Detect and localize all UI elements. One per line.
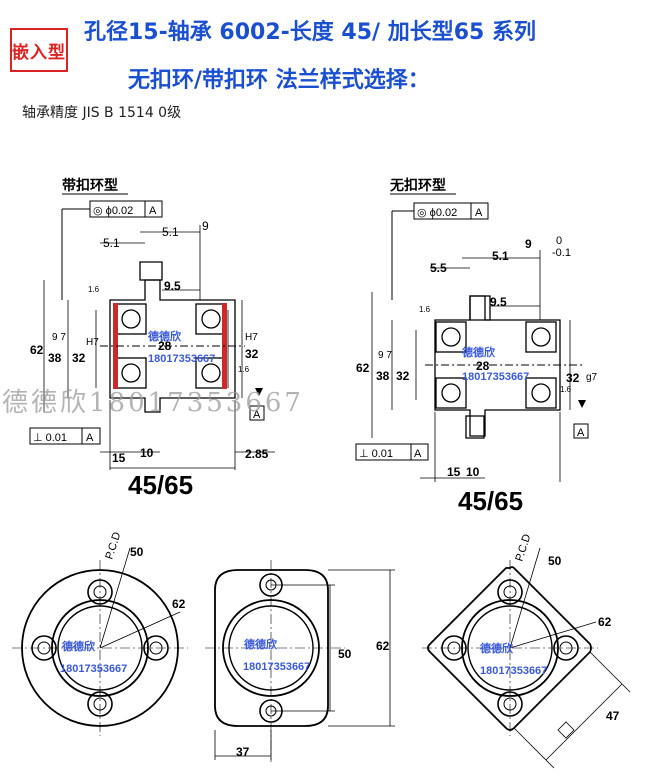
cut-dim-62: 62 [376, 639, 390, 653]
left-section-label: 带扣环型 [62, 177, 118, 193]
left-dim-1-6: 1.6 [88, 285, 100, 294]
right-dim-32-right: 32 [566, 371, 580, 385]
right-dim-g7: g7 [586, 372, 598, 383]
left-dim-h7-right: H7 [245, 332, 258, 343]
square-flange-drawing: P.C.D 50 62 47 德德欣 18017353667 [422, 533, 631, 769]
cut-flange-drawing: 50 62 37 德德欣 18017353667 [205, 560, 395, 762]
left-section-drawing: 带扣环型 ◎ ϕ0.02 A [29, 177, 275, 500]
left-dim-9-5: 9.5 [164, 279, 181, 293]
cut-watermark-name: 德德欣 [243, 637, 278, 651]
left-dim-5-1a: 5.1 [103, 236, 120, 250]
right-dim-32: 32 [396, 369, 410, 383]
left-dim-32: 32 [72, 351, 86, 365]
left-dim-10: 10 [140, 446, 154, 460]
left-perpendicularity: ⊥ 0.01 [33, 432, 67, 444]
left-datum-box: A [253, 409, 261, 421]
left-perp-datum: A [86, 432, 94, 444]
round-watermark-phone: 18017353667 [60, 663, 127, 675]
right-tol-lower: -0.1 [552, 247, 571, 259]
right-dim-9-7: 9 7 [378, 350, 392, 361]
left-dim-1-6b: 1.6 [238, 365, 250, 374]
square-pcd-label: P.C.D [513, 533, 533, 563]
right-watermark-phone: 18017353667 [462, 371, 529, 383]
right-dim-38: 38 [376, 369, 390, 383]
right-tol-upper: 0 [556, 235, 562, 247]
square-watermark-phone: 18017353667 [480, 665, 547, 677]
right-dim-1-6b: 1.6 [560, 385, 572, 394]
left-dim-h7: H7 [86, 337, 99, 348]
right-dim-28: 28 [476, 359, 490, 373]
right-dim-9-5: 9.5 [490, 295, 507, 309]
right-section-label: 无扣环型 [389, 177, 446, 193]
bearing-precision: 轴承精度 JIS B 1514 0级 [22, 105, 182, 121]
left-dim-62: 62 [30, 343, 44, 357]
right-dim-62: 62 [356, 361, 370, 375]
page-title: 孔径15-轴承 6002-长度 45/ 加长型65 系列 [84, 20, 537, 45]
right-dim-5-1: 5.1 [492, 249, 509, 263]
cut-dim-37: 37 [236, 745, 250, 759]
right-perpendicularity: ⊥ 0.01 [359, 448, 393, 460]
round-dim-50: 50 [130, 545, 144, 559]
right-dim-15: 15 [447, 465, 461, 479]
cut-dim-50: 50 [338, 647, 352, 661]
left-datum-label: A [149, 205, 157, 217]
left-dim-32-right: 32 [245, 347, 259, 361]
round-watermark-name: 德德欣 [61, 639, 96, 653]
right-length: 45/65 [458, 486, 523, 516]
right-dim-9: 9 [525, 237, 532, 251]
left-dim-5-1b: 5.1 [162, 225, 179, 239]
left-dim-2-85: 2.85 [245, 447, 269, 461]
page-subtitle: 无扣环/带扣环 法兰样式选择： [128, 68, 430, 93]
right-dim-5-5: 5.5 [430, 261, 447, 275]
cut-watermark-phone: 18017353667 [243, 661, 310, 673]
left-dim-15: 15 [112, 451, 126, 465]
right-dim-10: 10 [466, 465, 480, 479]
right-watermark-name: 德德欣 [461, 345, 496, 359]
round-dim-62: 62 [172, 597, 186, 611]
round-flange-drawing: P.C.D 50 62 德德欣 18017353667 [12, 531, 188, 736]
right-concentricity: ◎ ϕ0.02 [417, 207, 457, 219]
square-dim-47: 47 [606, 709, 620, 723]
left-dim-28: 28 [158, 339, 172, 353]
left-watermark-phone: 18017353667 [148, 353, 215, 365]
brand-badge: 嵌入型 [10, 28, 68, 72]
square-dim-62: 62 [598, 615, 612, 629]
right-perp-datum: A [414, 448, 422, 460]
left-dim-9: 9 [202, 219, 209, 233]
left-length: 45/65 [128, 470, 193, 500]
left-dim-38: 38 [48, 351, 62, 365]
left-concentricity: ◎ ϕ0.02 [93, 205, 133, 217]
left-watermark-name: 德德欣 [147, 329, 182, 343]
right-dim-1-6: 1.6 [419, 305, 431, 314]
round-pcd-label: P.C.D [103, 531, 123, 561]
square-dim-50: 50 [548, 554, 562, 568]
left-dim-9-7: 9 7 [52, 332, 66, 343]
square-watermark-name: 德德欣 [479, 641, 514, 655]
right-datum-label: A [475, 207, 483, 219]
right-section-drawing: 无扣环型 ◎ ϕ0.02 A [355, 177, 598, 516]
large-watermark: 德德欣18017353667 [2, 388, 304, 418]
right-datum-box: A [577, 427, 585, 439]
